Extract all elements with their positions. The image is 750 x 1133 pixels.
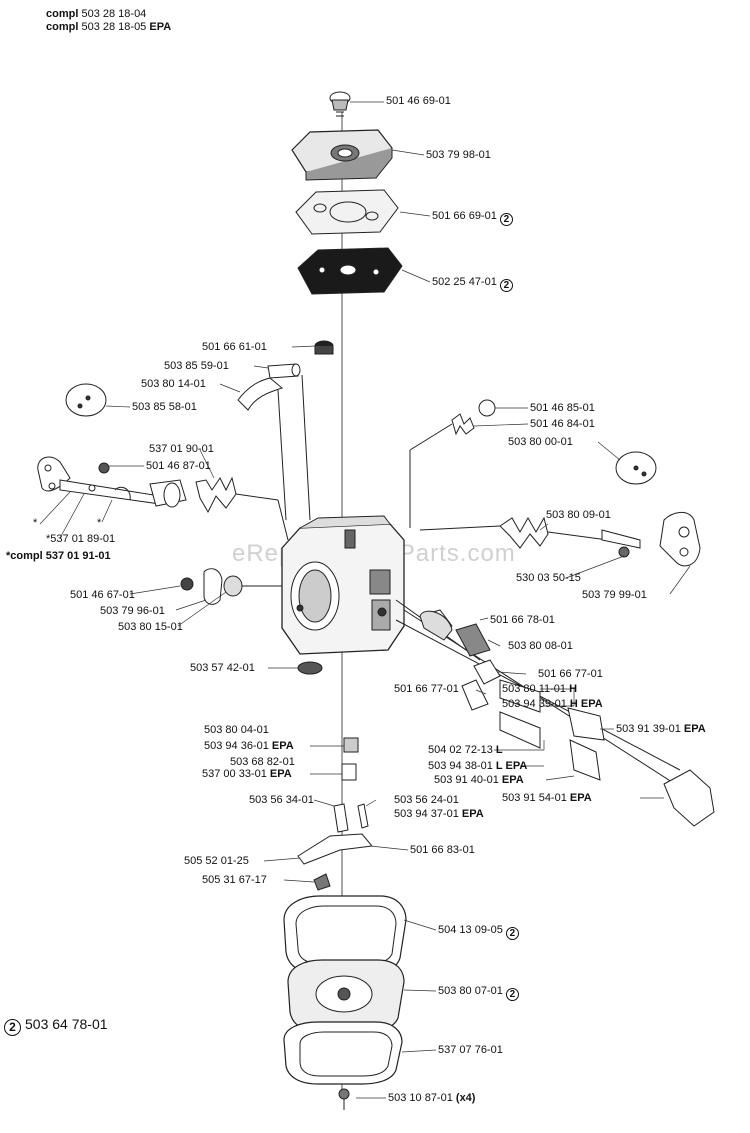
part-label: 503 94 36-01 EPA [204,740,294,752]
part-label: 503 94 37-01 EPA [394,808,484,820]
part-label: 503 10 87-01 (x4) [388,1092,476,1104]
part-label: 503 91 39-01 EPA [616,723,706,735]
part-label: 501 46 85-01 [530,402,595,414]
part-label: 501 46 87-01 [146,460,211,472]
part-label: 537 01 90-01 [149,443,214,455]
part-label: 503 85 58-01 [132,401,197,413]
part-label: 503 80 14-01 [141,378,206,390]
kit-marker-icon: 2 [4,1019,21,1036]
black-diaphragm-part [297,247,403,295]
part-label: 503 91 40-01 EPA [434,774,524,786]
part-label: 503 80 15-01 [118,621,183,633]
part-label: 501 46 67-01 [70,589,135,601]
part-label: 501 66 83-01 [410,844,475,856]
small-tubes-parts [237,340,334,521]
part-label: *compl 537 01 91-01 [6,550,111,562]
part-label: 501 66 77-01 [538,668,603,680]
part-label: 503 80 00-01 [508,436,573,448]
part-label: 504 02 72-13 L [428,744,503,756]
assembly-header-2: compl 503 28 18-05 EPA [46,21,172,33]
carburetor-body-part [281,515,405,655]
part-label: 503 91 54-01 EPA [502,792,592,804]
throttle-shaft-right-part [419,451,701,567]
part-label: 503 80 08-01 [508,640,573,652]
pump-cover-part [291,129,393,181]
part-label: 503 79 98-01 [426,149,491,161]
part-label: *537 01 89-01 [46,533,116,545]
part-label: 503 68 82-01 [230,756,295,768]
part-label: 503 79 96-01 [100,605,165,617]
throttle-lever-parts [180,568,282,605]
metering-diaphragm-stack-parts [283,895,407,1110]
pump-gasket-part [295,189,399,235]
kit-marker-icon: 2 [499,279,513,292]
part-label: 503 80 11-01 H [502,683,578,695]
part-label: 537 07 76-01 [438,1044,503,1056]
part-label: 537 00 33-01 EPA [202,768,292,780]
part-label: 501 46 84-01 [530,418,595,430]
part-label: 501 66 61-01 [202,341,267,353]
part-label: 503 79 99-01 [582,589,647,601]
part-label: 530 03 50-15 [516,572,581,584]
throttle-shaft-left-part [37,383,289,541]
part-label: 503 85 59-01 [164,360,229,372]
assembly-header-1: compl 503 28 18-04 [46,8,147,20]
part-label: 503 94 39-01 H EPA [502,698,603,710]
part-label: 501 46 69-01 [386,95,451,107]
part-label: 501 66 78-01 [490,614,555,626]
part-label: 503 80 09-01 [546,509,611,521]
kit-marker-icon: 2 [499,213,513,226]
metering-needle-parts [297,737,373,891]
part-label: 503 80 04-01 [204,724,269,736]
part-label: 501 66 77-01 [394,683,459,695]
part-label: 503 57 42-01 [190,662,255,674]
kit-marker-icon: 2 [505,927,519,940]
part-label: * [33,517,38,529]
part-label: 505 31 67-17 [202,874,267,886]
part-label: 503 94 38-01 L EPA [428,760,528,772]
top-screw-part [329,91,351,117]
part-label: 503 56 34-01 [249,794,314,806]
kit-marker-icon: 2 [505,988,519,1001]
inlet-needle-ball-part [409,399,496,528]
part-label: 503 56 24-01 [394,794,459,806]
part-label: * [97,517,102,529]
adjusting-needles-parts [297,599,715,827]
leader-lines [39,101,691,1099]
part-label: 505 52 01-25 [184,855,249,867]
kit-part-number: 503 64 78-01 [25,1016,108,1032]
